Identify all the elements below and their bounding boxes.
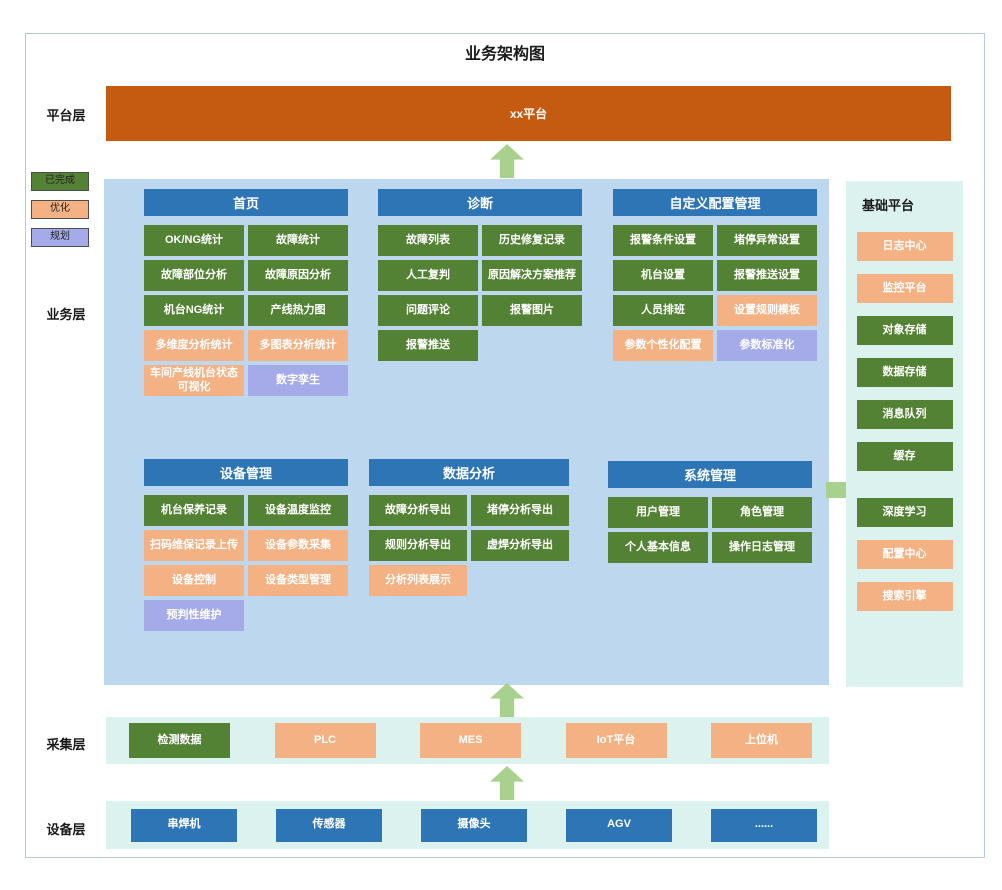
module-item-box: 参数个性化配置 [613, 330, 713, 361]
module-system-management-title: 系统管理 [608, 461, 812, 488]
module-item-box: 设置规则模板 [717, 295, 817, 326]
module-item-box: 扫码维保记录上传 [144, 530, 244, 561]
module-item-box: 问题评论 [378, 295, 478, 326]
module-system-management-items: 用户管理角色管理个人基本信息操作日志管理 [608, 497, 812, 563]
module-item-box: 报警推送 [378, 330, 478, 361]
collection-item-box: PLC [274, 723, 376, 758]
module-item-box: 报警图片 [482, 295, 582, 326]
base-item-box: 监控平台 [856, 274, 953, 303]
diagram-frame: 业务架构图 平台层 xx平台 已完成优化规划 业务层 首页 OK/NG统计故障统… [25, 33, 985, 858]
module-item-box: 故障分析导出 [369, 495, 467, 526]
module-system-management: 系统管理 用户管理角色管理个人基本信息操作日志管理 [608, 461, 812, 563]
module-home: 首页 OK/NG统计故障统计故障部位分析故障原因分析机台NG统计产线热力图多维度… [144, 189, 348, 396]
module-item-box: 操作日志管理 [712, 532, 812, 563]
module-item-box: 设备温度监控 [248, 495, 348, 526]
module-item-box: 多图表分析统计 [248, 330, 348, 361]
module-item-box: 多维度分析统计 [144, 330, 244, 361]
base-platform-panel: 基础平台 日志中心监控平台对象存储数据存储消息队列缓存深度学习配置中心搜索引擎 [846, 181, 963, 687]
module-item-box: 机台设置 [613, 260, 713, 291]
device-item-box: AGV [566, 808, 672, 842]
module-item-box: 参数标准化 [717, 330, 817, 361]
base-item-box: 日志中心 [856, 232, 953, 261]
module-diagnosis-items: 故障列表历史修复记录人工复判原因解决方案推荐问题评论报警图片报警推送 [378, 225, 582, 361]
base-item-box: 深度学习 [856, 498, 953, 527]
legend-item: 优化 [31, 200, 89, 219]
up-arrow-icon [490, 683, 524, 717]
module-item-box: 用户管理 [608, 497, 708, 528]
collection-item-box: 检测数据 [129, 723, 230, 758]
module-item-box: 机台NG统计 [144, 295, 244, 326]
module-item-box: 故障统计 [248, 225, 348, 256]
device-item-box: 摄像头 [421, 808, 527, 842]
collection-layer-band: 检测数据 PLC MES IoT平台 上位机 [106, 717, 829, 764]
module-item-box: 人工复判 [378, 260, 478, 291]
device-layer-band: 串焊机 传感器 摄像头 AGV...... [106, 801, 829, 849]
module-item-box: 报警条件设置 [613, 225, 713, 256]
module-item-box: 预判性维护 [144, 600, 244, 631]
base-platform-items: 日志中心监控平台对象存储数据存储消息队列缓存深度学习配置中心搜索引擎 [846, 232, 963, 611]
module-device-management-title: 设备管理 [144, 459, 348, 486]
base-item-box: 消息队列 [856, 400, 953, 429]
diagram-title: 业务架构图 [464, 46, 545, 63]
module-data-analysis-items: 故障分析导出堵停分析导出规则分析导出虚焊分析导出分析列表展示 [369, 495, 569, 596]
module-item-box: 规则分析导出 [369, 530, 467, 561]
module-data-analysis: 数据分析 故障分析导出堵停分析导出规则分析导出虚焊分析导出分析列表展示 [369, 459, 569, 596]
module-device-management-items: 机台保养记录设备温度监控扫码维保记录上传设备参数采集设备控制设备类型管理预判性维… [144, 495, 348, 631]
module-item-box: 人员排班 [613, 295, 713, 326]
module-custom-config-title: 自定义配置管理 [613, 189, 817, 216]
module-item-box: 设备参数采集 [248, 530, 348, 561]
module-item-box: 数字孪生 [248, 365, 348, 396]
module-home-title: 首页 [144, 189, 348, 216]
module-diagnosis: 诊断 故障列表历史修复记录人工复判原因解决方案推荐问题评论报警图片报警推送 [378, 189, 582, 361]
module-item-box: 报警推送设置 [717, 260, 817, 291]
module-item-box: 原因解决方案推荐 [482, 260, 582, 291]
module-item-box: 堵停分析导出 [471, 495, 569, 526]
collection-item-box: IoT平台 [565, 723, 667, 758]
layer-label-device: 设备层 [46, 822, 86, 837]
business-layer-panel: 首页 OK/NG统计故障统计故障部位分析故障原因分析机台NG统计产线热力图多维度… [104, 179, 829, 685]
module-diagnosis-title: 诊断 [378, 189, 582, 216]
module-item-box: 机台保养记录 [144, 495, 244, 526]
layer-label-platform: 平台层 [46, 108, 86, 123]
module-item-box: 设备类型管理 [248, 565, 348, 596]
up-arrow-icon [490, 766, 524, 800]
legend-item: 已完成 [31, 172, 89, 191]
module-item-box: 角色管理 [712, 497, 812, 528]
base-item-box: 数据存储 [856, 358, 953, 387]
module-item-box: 车间产线机台状态可视化 [144, 365, 244, 396]
module-data-analysis-title: 数据分析 [369, 459, 569, 486]
base-item-box: 对象存储 [856, 316, 953, 345]
module-item-box: 历史修复记录 [482, 225, 582, 256]
module-item-box: 个人基本信息 [608, 532, 708, 563]
layer-label-business: 业务层 [46, 307, 86, 322]
module-item-box: OK/NG统计 [144, 225, 244, 256]
module-item-box: 故障原因分析 [248, 260, 348, 291]
module-device-management: 设备管理 机台保养记录设备温度监控扫码维保记录上传设备参数采集设备控制设备类型管… [144, 459, 348, 631]
device-item-box: 传感器 [276, 808, 382, 842]
base-platform-title: 基础平台 [862, 198, 915, 213]
base-item-box: 搜索引擎 [856, 582, 953, 611]
module-item-box: 故障部位分析 [144, 260, 244, 291]
layer-label-collection: 采集层 [46, 737, 86, 752]
module-item-box: 堵停异常设置 [717, 225, 817, 256]
legend-item: 规划 [31, 228, 89, 247]
module-item-box: 产线热力图 [248, 295, 348, 326]
module-item-box: 设备控制 [144, 565, 244, 596]
device-item-box: 串焊机 [131, 808, 237, 842]
platform-bar: xx平台 [106, 86, 951, 141]
module-item-box: 分析列表展示 [369, 565, 467, 596]
base-item-box: 缓存 [856, 442, 953, 471]
module-item-box: 虚焊分析导出 [471, 530, 569, 561]
base-item-box: 配置中心 [856, 540, 953, 569]
collection-item-box: MES [420, 723, 521, 758]
legend: 已完成优化规划 [31, 172, 89, 247]
up-arrow-icon [490, 144, 524, 178]
device-item-box: ...... [711, 808, 817, 842]
module-custom-config: 自定义配置管理 报警条件设置堵停异常设置机台设置报警推送设置人员排班设置规则模板… [613, 189, 817, 361]
module-item-box: 故障列表 [378, 225, 478, 256]
collection-item-box: 上位机 [711, 723, 812, 758]
module-home-items: OK/NG统计故障统计故障部位分析故障原因分析机台NG统计产线热力图多维度分析统… [144, 225, 348, 396]
module-custom-config-items: 报警条件设置堵停异常设置机台设置报警推送设置人员排班设置规则模板参数个性化配置参… [613, 225, 817, 361]
